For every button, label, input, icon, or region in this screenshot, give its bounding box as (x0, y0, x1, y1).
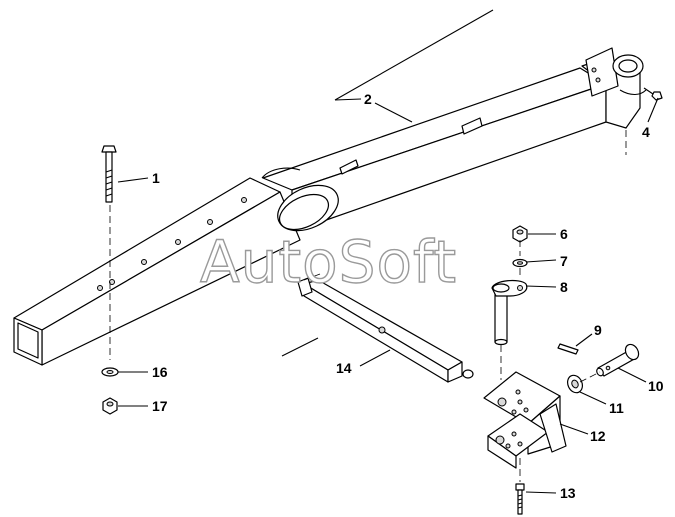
callout-9: 9 (594, 322, 602, 338)
callout-7: 7 (560, 253, 568, 269)
callout-8: 8 (560, 279, 568, 295)
callout-16: 16 (152, 364, 168, 380)
main-frame (13, 47, 657, 366)
nut-part-6 (512, 225, 528, 243)
callout-6: 6 (560, 226, 568, 242)
cotter-pin-part-9 (557, 343, 579, 355)
clevis-pin-part-10 (596, 343, 640, 377)
nut-part-17 (102, 397, 118, 415)
watermark-text: AutoSoft (200, 228, 457, 296)
callout-14: 14 (336, 360, 352, 376)
callout-13: 13 (560, 485, 576, 501)
callout-4: 4 (642, 124, 650, 140)
bolt-part-13 (515, 483, 525, 515)
callout-17: 17 (152, 398, 168, 414)
bolt-part-1 (101, 145, 117, 203)
callout-2: 2 (364, 91, 372, 107)
mounting-bracket (483, 371, 567, 469)
callout-1: 1 (152, 170, 160, 186)
pin-part-8 (491, 279, 528, 346)
callout-12: 12 (590, 428, 606, 444)
leader-lines (117, 9, 659, 494)
telescopic-tube (297, 277, 474, 383)
callout-11: 11 (609, 400, 624, 416)
callouts: 1 2 4 6 7 8 9 10 11 12 13 14 16 17 (152, 91, 664, 501)
callout-10: 10 (648, 378, 664, 394)
assembly-lines (109, 130, 627, 482)
nut-part-4 (651, 91, 663, 101)
